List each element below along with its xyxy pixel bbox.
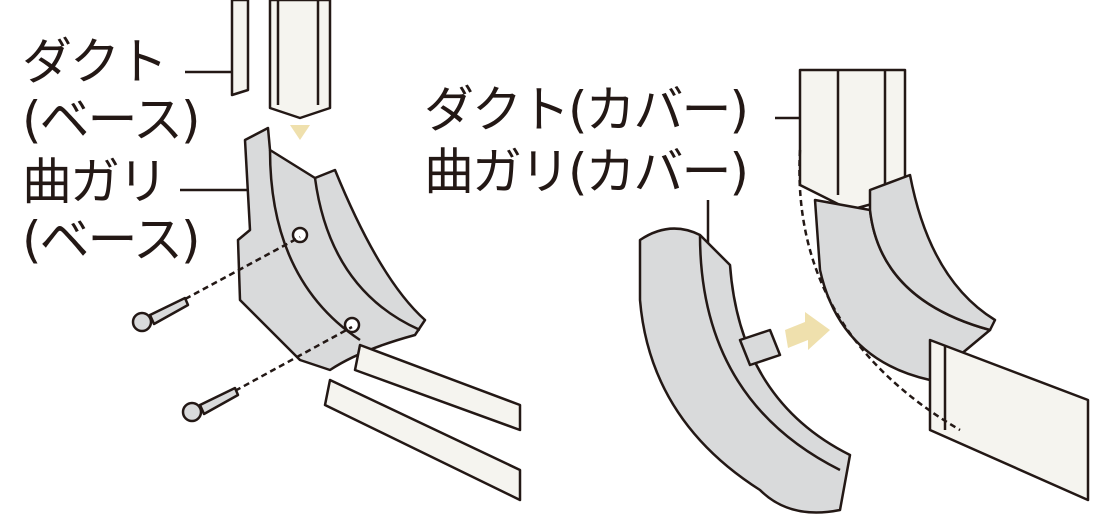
label-bend-base-1: 曲ガリ (22, 153, 168, 211)
installed-bend-base (813, 173, 997, 382)
screw-icon (131, 235, 301, 333)
duct-base-horizontal (323, 343, 522, 502)
bend-base (236, 126, 427, 372)
right-arrow-icon (785, 312, 830, 350)
duct-base-vertical (230, 0, 332, 120)
label-bend-base-2: (ベース) (22, 211, 201, 269)
duct-cover-horizontal (928, 338, 1090, 502)
label-duct-base-2: (ベース) (22, 91, 201, 149)
screw-icon (181, 325, 353, 423)
label-duct-cover: ダクト(カバー) (424, 81, 749, 139)
down-arrow-icon (290, 125, 310, 140)
label-duct-base-1: ダクト (22, 33, 168, 91)
label-bend-cover: 曲ガリ(カバー) (424, 143, 749, 201)
bend-cover (638, 227, 852, 514)
cover-outline-dashed (798, 149, 961, 432)
